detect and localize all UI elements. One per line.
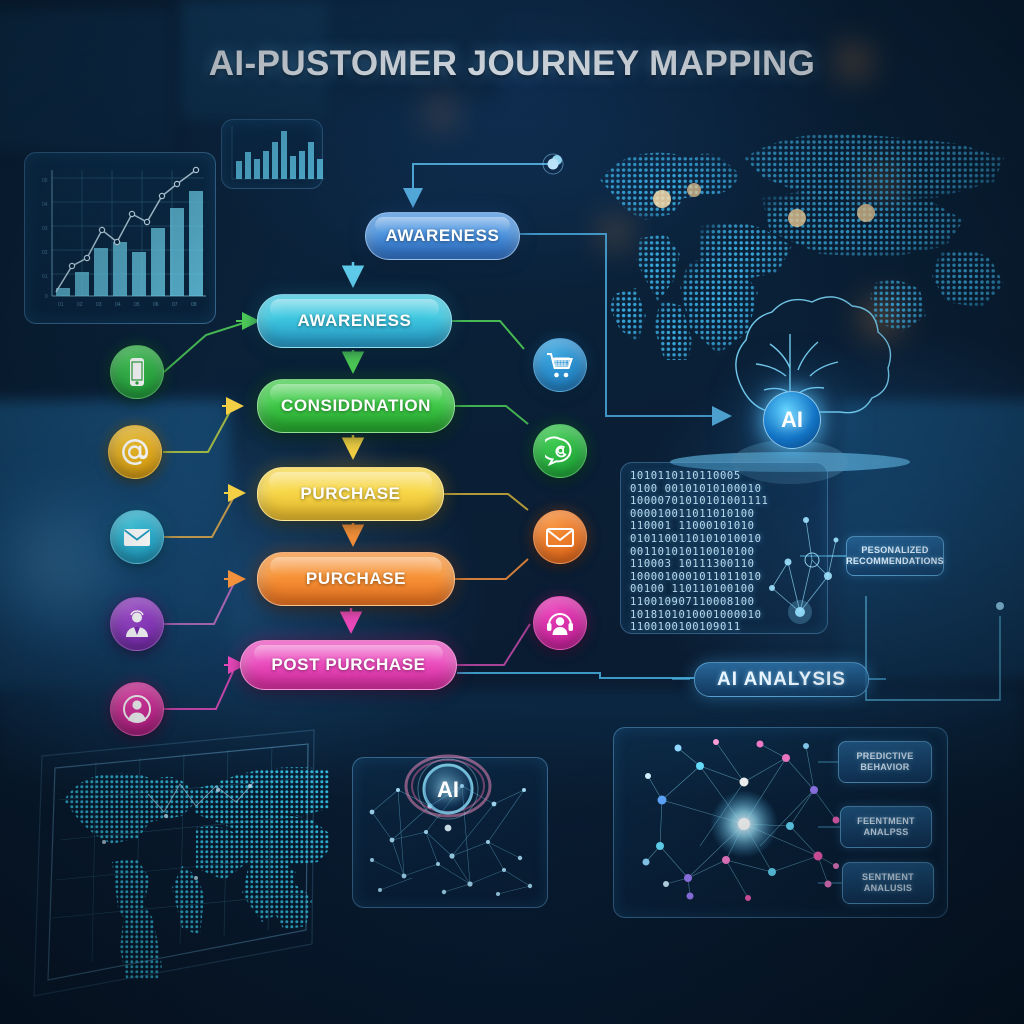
journey-stage-label: PURCHASE [300,484,401,503]
insight-chip-label: FEENTMENT ANALPSS [857,815,915,837]
journey-stage-label: PURCHASE [305,569,407,588]
journey-stage-label: POST PURCHASE [271,655,426,674]
insight-chip-label: SENTMENT ANALUSIS [862,871,914,893]
journey-stage-label: AWARENESS [385,226,500,245]
page-title: AI-PUSTOMER JOURNEY MAPPING [208,44,816,83]
journey-stage-label: CONSIDDNATION [280,396,432,415]
insight-chip-1[interactable]: PREDICTIVE BEHAVIOR [838,741,932,783]
journey-stage-label: AWARENESS [297,311,412,330]
insight-chip-label: PREDICTIVE BEHAVIOR [856,750,914,772]
insight-chip-3[interactable]: SENTMENT ANALUSIS [842,862,934,904]
insight-chip-2[interactable]: FEENTMENT ANALPSS [840,806,932,848]
